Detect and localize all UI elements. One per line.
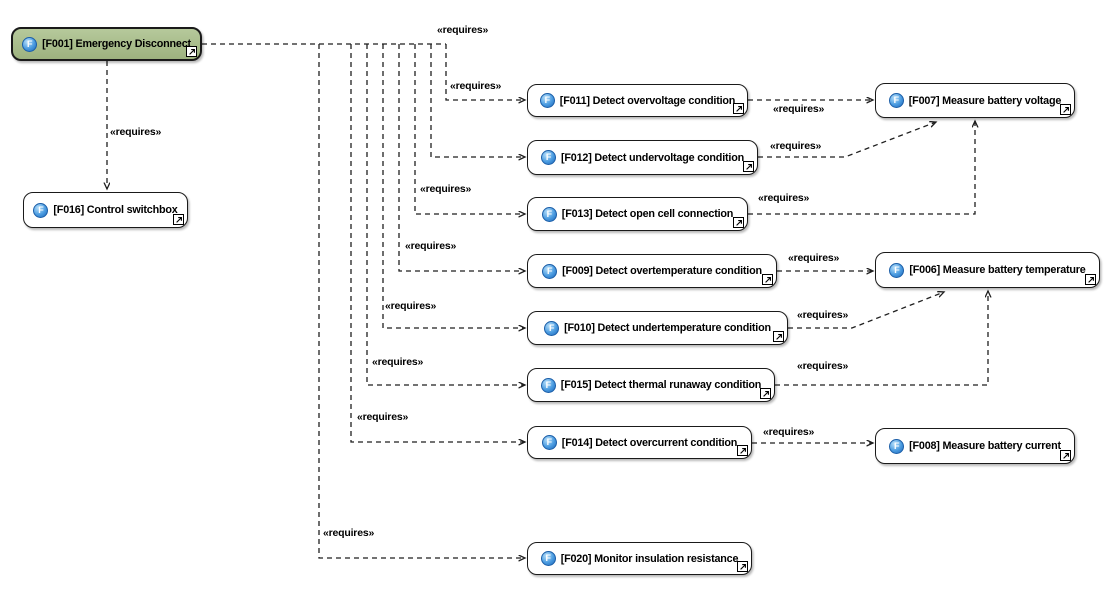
edge-label-f001-f011: «requires» [450, 80, 502, 92]
node-label: [F010] Detect undertemperature condition [564, 322, 771, 334]
node-label: [F015] Detect thermal runaway condition [560, 379, 762, 391]
edge-f001-f010[interactable] [382, 44, 525, 328]
function-badge-icon: F [541, 206, 557, 222]
node-label: [F012] Detect undervoltage condition [561, 151, 744, 164]
function-badge-icon: F [542, 263, 558, 279]
navigate-icon[interactable] [1060, 104, 1071, 115]
node-label: [F007] Measure battery voltage [908, 94, 1062, 107]
function-badge-icon: F [889, 262, 905, 278]
navigate-icon[interactable] [760, 388, 771, 399]
edge-label-f010-f006: «requires» [797, 309, 849, 321]
node-f011-detect-overvoltage[interactable]: F [F011] Detect overvoltage condition [527, 84, 748, 117]
edge-f001-f013[interactable] [414, 44, 525, 214]
edge-f001-f014[interactable] [350, 44, 525, 442]
function-badge-icon: F [540, 377, 556, 393]
edge-label-f015-f006: «requires» [797, 360, 849, 372]
edge-label-f001-f013: «requires» [420, 183, 472, 195]
edge-f001-f011[interactable] [445, 44, 525, 100]
edge-label-f001-f015: «requires» [372, 356, 424, 368]
node-label: [F001] Emergency Disconnect [42, 38, 191, 50]
navigate-icon[interactable] [773, 331, 784, 342]
edge-label-f013-f007: «requires» [758, 192, 810, 204]
edge-label-f014-f008: «requires» [763, 426, 815, 438]
edge-label-f001-f010: «requires» [385, 300, 437, 312]
node-f010-detect-undertemperature[interactable]: F [F010] Detect undertemperature conditi… [527, 311, 788, 345]
function-badge-icon: F [539, 93, 555, 108]
function-badge-icon: F [541, 435, 557, 450]
edge-label-f009-f006: «requires» [788, 252, 840, 264]
node-label: [F020] Monitor insulation resistance [560, 552, 739, 565]
navigate-icon[interactable] [733, 103, 744, 114]
function-badge-icon: F [541, 150, 557, 165]
node-f014-detect-overcurrent[interactable]: F [F014] Detect overcurrent condition [527, 426, 752, 459]
navigate-icon[interactable] [1085, 274, 1096, 285]
edge-label-f011-f007: «requires» [773, 103, 825, 115]
node-f009-detect-overtemperature[interactable]: F [F009] Detect overtemperature conditio… [527, 254, 777, 288]
node-f007-measure-battery-voltage[interactable]: F [F007] Measure battery voltage [875, 83, 1075, 118]
edge-f010-f006[interactable] [788, 292, 944, 329]
edge-f001-f009[interactable] [398, 44, 525, 271]
node-label: [F013] Detect open cell connection [561, 208, 734, 220]
node-label: [F009] Detect overtemperature condition [562, 265, 762, 277]
edge-label-f001-f016: «requires» [110, 126, 162, 138]
node-f001-emergency-disconnect[interactable]: F [F001] Emergency Disconnect [11, 27, 202, 61]
node-f008-measure-battery-current[interactable]: F [F008] Measure battery current [875, 428, 1075, 464]
navigate-icon[interactable] [762, 274, 773, 285]
navigate-icon[interactable] [186, 46, 197, 57]
node-label: [F011] Detect overvoltage condition [559, 94, 736, 107]
edge-f012-f007[interactable] [758, 122, 936, 158]
function-badge-icon: F [888, 93, 904, 108]
node-f020-monitor-insulation[interactable]: F [F020] Monitor insulation resistance [527, 542, 752, 575]
node-label: [F008] Measure battery current [909, 440, 1061, 452]
node-f013-detect-open-cell[interactable]: F [F013] Detect open cell connection [527, 197, 748, 231]
navigate-icon[interactable] [173, 214, 184, 225]
edge-f001-f012[interactable] [430, 44, 525, 157]
node-f012-detect-undervoltage[interactable]: F [F012] Detect undervoltage condition [527, 140, 758, 175]
navigate-icon[interactable] [737, 561, 748, 572]
node-f006-measure-battery-temperature[interactable]: F [F006] Measure battery temperature [875, 252, 1100, 288]
function-badge-icon: F [889, 438, 905, 454]
navigate-icon[interactable] [733, 217, 744, 228]
edge-f001-f020[interactable] [318, 44, 525, 558]
node-f016-control-switchbox[interactable]: F [F016] Control switchbox [23, 192, 188, 228]
node-label: [F006] Measure battery temperature [909, 264, 1086, 276]
function-badge-icon: F [33, 202, 49, 218]
edge-label-f001-f014: «requires» [357, 411, 409, 423]
edge-label-f012-f007: «requires» [770, 140, 822, 152]
node-label: [F016] Control switchbox [53, 204, 178, 216]
function-badge-icon: F [540, 551, 556, 566]
function-badge-icon: F [544, 320, 560, 336]
navigate-icon[interactable] [1060, 450, 1071, 461]
function-badge-icon: F [22, 36, 38, 52]
navigate-icon[interactable] [737, 445, 748, 456]
edge-label-f001-f009: «requires» [405, 240, 457, 252]
node-label: [F014] Detect overcurrent condition [561, 436, 738, 449]
node-f015-detect-thermal-runaway[interactable]: F [F015] Detect thermal runaway conditio… [527, 368, 775, 402]
edge-f013-f007[interactable] [748, 121, 975, 215]
edge-label-f001-f012: «requires» [437, 24, 489, 36]
navigate-icon[interactable] [743, 161, 754, 172]
edge-label-f001-f020: «requires» [323, 527, 375, 539]
